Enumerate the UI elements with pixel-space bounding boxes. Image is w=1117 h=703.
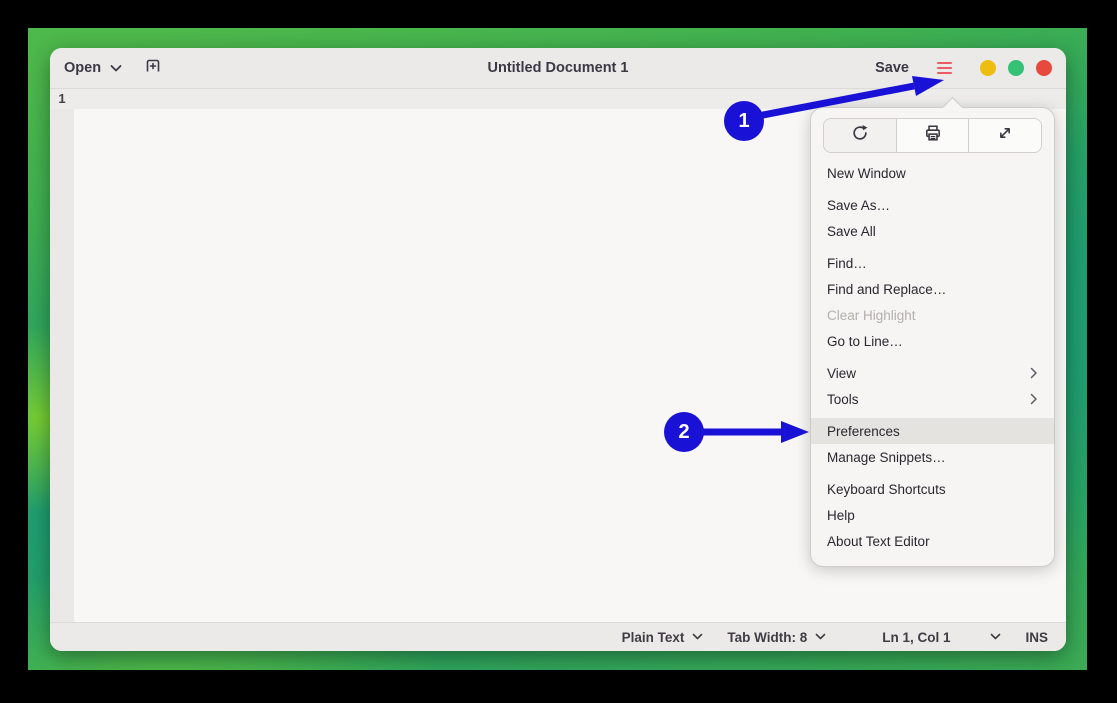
chevron-down-icon <box>990 633 1001 641</box>
reload-button[interactable] <box>824 119 896 152</box>
menu-item-tools[interactable]: Tools <box>811 386 1054 412</box>
popup-toolbar <box>823 118 1042 153</box>
fullscreen-icon <box>996 124 1014 147</box>
menu-item-find-and-replace[interactable]: Find and Replace… <box>827 281 947 297</box>
print-button[interactable] <box>895 119 969 152</box>
chevron-right-icon <box>1030 393 1038 405</box>
chevron-right-icon <box>1030 367 1038 379</box>
line-number: 1 <box>58 91 66 106</box>
status-bar: Plain Text Tab Width: 8 Ln 1, Col 1 <box>50 622 1066 651</box>
save-button[interactable]: Save <box>875 60 909 76</box>
header-bar: Open Untitled Document 1 Save <box>50 48 1066 89</box>
menu-item-preferences[interactable]: Preferences <box>811 418 1054 444</box>
line-number-gutter <box>50 89 74 622</box>
language-label: Plain Text <box>621 629 685 645</box>
header-right-group: Save <box>875 58 1052 78</box>
tab-width-label: Tab Width: 8 <box>727 629 808 645</box>
goto-line-dropdown[interactable] <box>990 633 1001 641</box>
menu-section: View Tools <box>811 360 1054 412</box>
menu-item-clear-highlight: Clear Highlight <box>827 307 916 323</box>
menu-section: Keyboard Shortcuts Help About Text Edito… <box>811 476 1054 554</box>
main-menu-popup: New Window Save As… Save All Find… Find … <box>810 107 1055 567</box>
menu-item-save-as[interactable]: Save As… <box>827 197 891 213</box>
menu-section: New Window <box>811 160 1054 186</box>
menu-item-find[interactable]: Find… <box>827 255 867 271</box>
menu-item-label: Tools <box>827 391 859 407</box>
fullscreen-button[interactable] <box>968 119 1041 152</box>
chevron-down-icon <box>110 64 122 73</box>
hamburger-menu-icon <box>937 67 952 69</box>
print-icon <box>924 124 942 147</box>
menu-item-manage-snippets[interactable]: Manage Snippets… <box>827 449 946 465</box>
hamburger-menu-icon <box>937 62 952 64</box>
maximize-button[interactable] <box>1008 60 1024 76</box>
close-button[interactable] <box>1036 60 1052 76</box>
open-button-label: Open <box>64 60 102 76</box>
new-tab-icon <box>144 58 162 78</box>
tab-width-selector[interactable]: Tab Width: 8 <box>727 630 826 645</box>
menu-item-go-to-line[interactable]: Go to Line… <box>827 333 903 349</box>
insert-mode-indicator[interactable]: INS <box>1025 630 1048 645</box>
menu-item-about-text-editor[interactable]: About Text Editor <box>827 533 930 549</box>
menu-item-new-window[interactable]: New Window <box>827 165 906 181</box>
menu-item-view[interactable]: View <box>811 360 1054 386</box>
menu-item-keyboard-shortcuts[interactable]: Keyboard Shortcuts <box>827 481 946 497</box>
header-left-group: Open <box>64 58 162 78</box>
menu-item-help[interactable]: Help <box>827 507 855 523</box>
open-button[interactable]: Open <box>64 60 122 76</box>
menu-section: Find… Find and Replace… Clear Highlight … <box>811 250 1054 354</box>
reload-icon <box>851 124 869 147</box>
new-tab-button[interactable] <box>144 58 162 78</box>
language-selector[interactable]: Plain Text <box>622 630 704 645</box>
hamburger-menu-icon <box>937 72 952 74</box>
chevron-down-icon <box>692 633 703 641</box>
cursor-position: Ln 1, Col 1 <box>882 630 950 645</box>
window-controls <box>980 60 1052 76</box>
cursor-position-label: Ln 1, Col 1 <box>882 629 951 645</box>
menu-item-save-all[interactable]: Save All <box>827 223 876 239</box>
menu-section: Save As… Save All <box>811 192 1054 244</box>
minimize-button[interactable] <box>980 60 996 76</box>
main-menu-button[interactable] <box>935 58 954 78</box>
insert-mode-label: INS <box>1025 629 1048 645</box>
menu-section: Preferences Manage Snippets… <box>811 418 1054 470</box>
menu-item-label: View <box>827 365 857 381</box>
chevron-down-icon <box>815 633 826 641</box>
menu-list: New Window Save As… Save All Find… Find … <box>811 160 1054 554</box>
